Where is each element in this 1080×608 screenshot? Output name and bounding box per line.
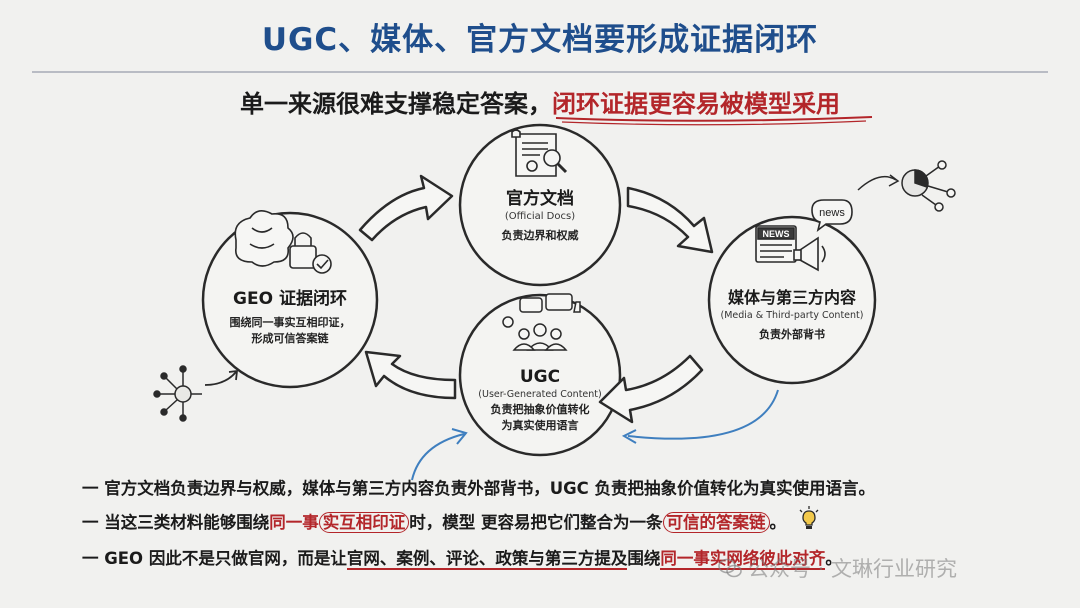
geo-desc: 围绕同一事实互相印证， 形成可信答案链 [205,315,375,347]
blue-arrow-media-head [621,429,637,444]
watermark-text: 公众号 · 文琳行业研究 [748,557,958,581]
arrow-official-to-media [626,186,714,254]
bullet-3-mid: 围绕 [627,549,661,568]
subtitle-underline-2 [561,120,867,126]
bullet-list: 一 官方文档负责边界与权威，媒体与第三方内容负责外部背书，UGC 负责把抽象价值… [82,472,1062,575]
bullet-3-underline1: 官网、案例、评论、政策与第三方提及 [346,549,628,570]
ugc-node-circle [458,293,622,457]
bullet-2-post: 。 [769,513,787,532]
brain-lock-icon [234,210,332,274]
news-paper-label: NEWS [763,229,790,239]
media-subtitle: (Media & Third-party Content) [720,310,864,321]
bullet-2-pre: 一 当这三类材料能够围绕 [82,513,270,532]
geo-title: GEO 证据闭环 [233,289,347,309]
watermark: 公众号 · 文琳行业研究 [718,553,957,583]
bullet-3-post: 。 [825,549,842,568]
cycle-arrows [358,174,714,424]
bullet-2-mid: 时，模型 更容易把它们整合为一条 [409,513,663,532]
blue-arrow-left [411,433,465,481]
ugc-desc-line1: 负责把抽象价值转化 [490,403,590,416]
bullet-2-hl1a: 同一事 [269,513,319,532]
blue-arrows [411,389,779,481]
community-icon [502,293,581,351]
page-title: UGC、媒体、官方文档要形成证据闭环 [261,22,819,58]
arrow-media-to-ugc [598,354,704,424]
newspaper-megaphone-icon: NEWS news [755,199,853,272]
media-desc: 负责外部背书 [759,328,825,341]
blue-arrow-media [627,389,779,440]
ugc-desc-line2: 为真实使用语言 [501,419,579,432]
media-title: 媒体与第三方内容 [727,288,856,307]
official-node: 官方文档 (Official Docs) 负责边界和权威 [460,184,620,244]
bullet-1: 一 官方文档负责边界与权威，媒体与第三方内容负责外部背书，UGC 负责把抽象价值… [82,479,876,498]
subtitle-plain: 单一来源很难支撑稳定答案， [240,90,552,118]
ugc-subtitle: (User-Generated Content) [478,389,602,400]
media-node-circle [707,215,877,385]
arrow-ugc-to-geo [364,350,457,400]
bullet-3-underline2: 同一事实网络彼此对齐 [660,549,826,570]
ugc-node: UGC (User-Generated Content) 负责把抽象价值转化 为… [460,367,620,434]
network-icon [153,365,202,422]
bullet-3-pre: 一 GEO 因此不是只做官网，而是让 [82,549,347,568]
geo-desc-line2: 形成可信答案链 [251,332,329,345]
news-badge: news [819,207,845,219]
arrow-geo-to-official [358,174,454,242]
geo-desc-line1: 围绕同一事实互相印证， [229,316,351,329]
pie-network-icon [857,160,956,212]
official-subtitle: (Official Docs) [504,211,576,222]
official-desc: 负责边界和权威 [501,229,579,242]
ugc-desc: 负责把抽象价值转化 为真实使用语言 [460,402,620,434]
wechat-icon [718,558,742,583]
media-node: 媒体与第三方内容 (Media & Third-party Content) 负… [705,284,879,343]
blue-arrow-left-head [451,428,468,445]
bullet-2-hl1b: 实互相印证 [318,512,410,533]
bullet-3: 一 GEO 因此不是只做官网，而是让官网、案例、评论、政策与第三方提及围绕同一事… [82,542,1062,575]
bullet-2-hl2: 可信的答案链 [662,512,770,533]
page-subtitle: 单一来源很难支撑稳定答案，闭环证据更容易被模型采用 [0,84,1080,119]
bullet-2: 一 当这三类材料能够围绕同一事实互相印证时，模型 更容易把它们整合为一条可信的答… [82,505,1062,542]
subtitle-underline [555,116,873,122]
geo-side-arrow-head [228,369,239,381]
official-title: 官方文档 [506,189,574,209]
certificate-icon [511,129,568,177]
subtitle-highlight: 闭环证据更容易被模型采用 [552,90,840,118]
geo-node: GEO 证据闭环 围绕同一事实互相印证， 形成可信答案链 [205,284,375,347]
lightbulb-icon [798,505,820,542]
title-divider [32,71,1048,73]
geo-side-arrow [204,371,237,386]
official-node-circle [458,123,622,287]
ugc-title: UGC [519,367,561,387]
